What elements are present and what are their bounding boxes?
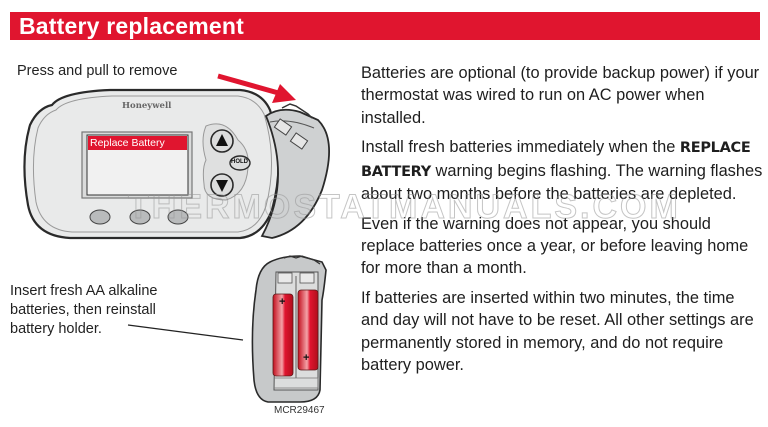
insert-batteries-callout: Insert fresh AA alkaline batteries, then… [10,283,158,337]
paragraph-text: warning begins flashing. The warning fla… [361,161,763,203]
battery-holder [251,255,327,403]
red-arrow-icon [217,73,296,103]
battery-door [260,103,331,239]
up-arrow-icon [216,134,228,146]
brand-logo: Honeywell [122,101,172,111]
screen-message: Replace Battery [90,137,165,149]
paragraph-text: Install fresh batteries immediately when… [361,138,680,157]
paragraph-yearly-replace: Even if the warning does not appear, you… [361,214,749,278]
figure-id: MCR29467 [274,405,325,416]
hold-label: HOLD [231,159,248,165]
polarity-mark-1: + [279,296,286,308]
paragraph-replace-warning: Install fresh batteries immediately when… [361,136,763,205]
down-arrow-icon [216,180,228,192]
section-header-bar: Battery replacement [10,12,760,40]
polarity-mark-2: + [303,352,310,364]
remove-callout: Press and pull to remove [17,63,178,79]
section-title: Battery replacement [19,13,244,39]
paragraph-settings-memory: If batteries are inserted within two min… [361,289,754,375]
replace-battery-label: REPLACE BATTERY [361,140,751,180]
control-buttons [202,123,251,201]
soft-keys [89,209,189,225]
aa-battery-1 [272,293,294,377]
instructions-text: Batteries are optional (to provide backu… [361,62,763,384]
thermostat-screen [81,131,193,199]
aa-battery-2 [297,289,319,371]
leader-line [127,324,244,341]
paragraph-backup-power: Batteries are optional (to provide backu… [361,64,760,127]
hold-button[interactable] [229,155,251,171]
watermark: THERMOSTATMANUALS.COM [128,188,681,227]
